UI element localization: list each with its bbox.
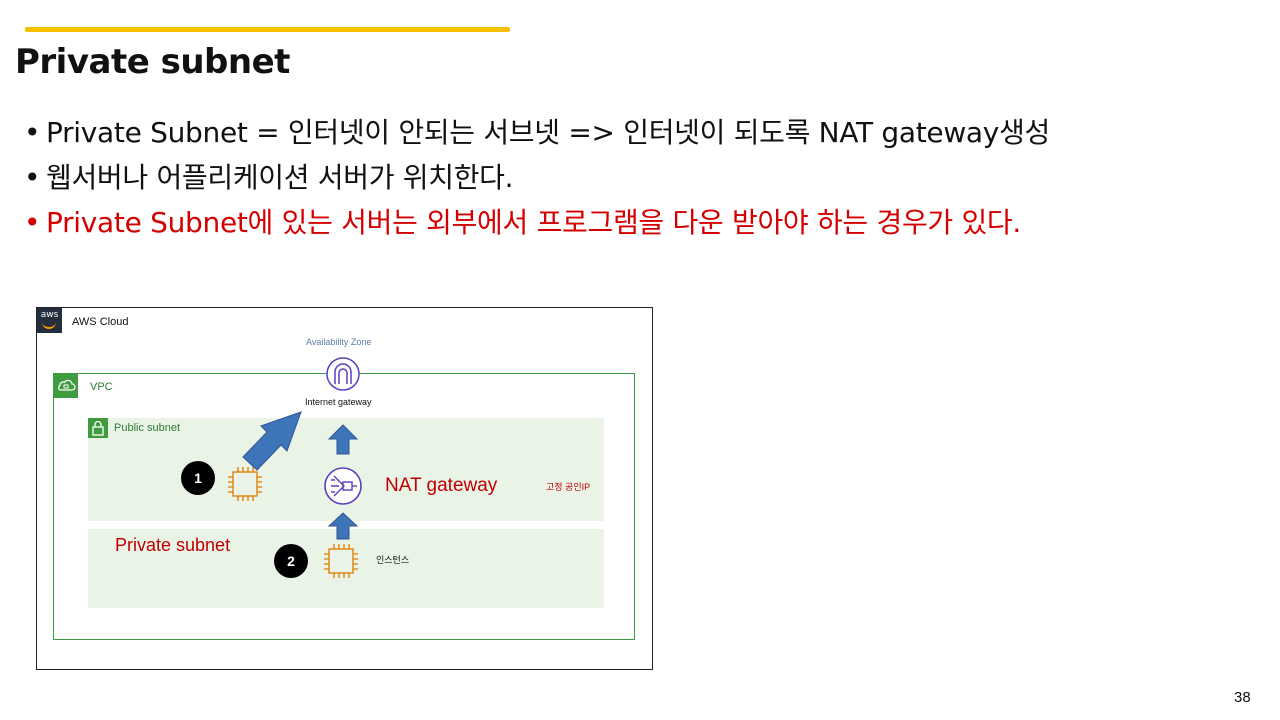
ec2-instance-icon-private <box>324 544 358 578</box>
aws-architecture-diagram: aws AWS Cloud Availability Zone VPC Publ… <box>36 307 653 670</box>
bullet-item: •웹서버나 어플리케이션 서버가 위치한다. <box>24 161 514 194</box>
nat-gateway-icon <box>324 467 362 505</box>
private-subnet-label: Private subnet <box>115 535 231 555</box>
availability-zone-label: Availability Zone <box>306 337 372 347</box>
aws-logo-icon: aws <box>37 308 62 333</box>
page-number: 38 <box>1234 689 1251 706</box>
bullet-text: Private Subnet = 인터넷이 안되는 서브넷 => 인터넷이 되도… <box>46 116 1050 149</box>
ec2-instance-icon-public <box>228 467 262 501</box>
private-subnet: Private subnet <box>88 529 604 608</box>
vpc-cloud-icon <box>54 374 78 398</box>
internet-gateway-label: Internet gateway <box>305 397 372 407</box>
bullet-item: •Private Subnet = 인터넷이 안되는 서브넷 => 인터넷이 되… <box>24 116 1050 149</box>
internet-gateway-icon <box>326 357 360 391</box>
arrow-instance-to-nat <box>327 512 359 540</box>
lock-icon <box>88 418 108 438</box>
arrow-nat-to-igw <box>327 424 359 455</box>
aws-cloud-label: AWS Cloud <box>72 316 129 328</box>
bullet-text: Private Subnet에 있는 서버는 외부에서 프로그램을 다운 받아야… <box>46 206 1021 239</box>
title-accent-bar <box>25 27 510 32</box>
bullet-list: •Private Subnet = 인터넷이 안되는 서브넷 => 인터넷이 되… <box>24 110 1050 245</box>
fixed-public-ip-label: 고정 공인IP <box>546 482 591 492</box>
vpc-label: VPC <box>90 381 113 393</box>
step-badge-1: 1 <box>181 461 215 495</box>
nat-gateway-label: NAT gateway <box>385 475 498 496</box>
public-subnet-label: Public subnet <box>114 422 181 434</box>
step-badge-2: 2 <box>274 544 308 578</box>
arrow-public-to-igw <box>242 411 302 471</box>
instance-label: 인스턴스 <box>376 555 410 565</box>
page-title: Private subnet <box>15 42 290 82</box>
bullet-item-highlight: •Private Subnet에 있는 서버는 외부에서 프로그램을 다운 받아… <box>24 206 1021 239</box>
bullet-text: 웹서버나 어플리케이션 서버가 위치한다. <box>46 161 514 194</box>
